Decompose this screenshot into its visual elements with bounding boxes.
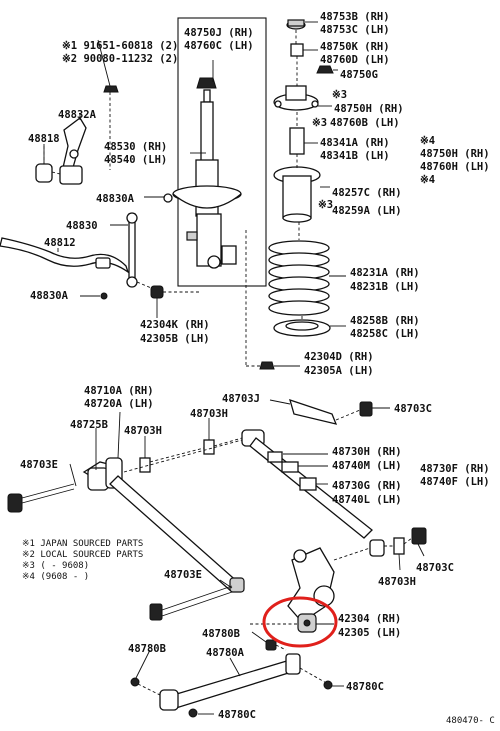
label-48259A: 48259A (LH)	[332, 205, 402, 217]
label-48530: 48530 (RH)	[104, 141, 167, 153]
label-42304D: 42304D (RH)	[304, 351, 374, 363]
label-48720A: 48720A (LH)	[84, 398, 154, 410]
label-48830A-bottom: 48830A	[30, 290, 69, 302]
label-48730H: 48730H (RH)	[332, 446, 402, 458]
label-48780C-bottom: 48780C	[218, 709, 256, 721]
label-48750Hr: 48750H (RH)	[420, 148, 490, 160]
highlight-circle	[262, 596, 338, 648]
footnotes: ※1 JAPAN SOURCED PARTS ※2 LOCAL SOURCED …	[22, 539, 143, 582]
label-48780B-mid: 48780B	[202, 628, 240, 640]
label-48703H-left: 48703H	[124, 425, 162, 437]
label-48231B: 48231B (LH)	[350, 281, 420, 293]
label-48740L: 48740L (LH)	[332, 494, 402, 506]
label-48750J: 48750J (RH)	[184, 27, 254, 39]
part-labels: 48753B (RH) 48753C (LH) 48750K (RH) 4876…	[20, 11, 490, 721]
nut-42304D	[259, 361, 275, 370]
label-48341B: 48341B (LH)	[320, 150, 390, 162]
lower-suspension	[7, 398, 427, 718]
label-48760C: 48760C (LH)	[184, 40, 254, 52]
label-48832A: 48832A	[58, 109, 97, 121]
strut-assembly-frame	[177, 17, 267, 287]
stabilizer-parts	[0, 85, 173, 300]
label-48257C: 48257C (RH)	[332, 187, 402, 199]
label-48703C-right: 48703C	[416, 562, 454, 574]
label-48750K: 48750K (RH)	[320, 41, 390, 53]
label-42304: 42304 (RH)	[338, 613, 401, 625]
label-star3b: ※3	[312, 117, 327, 129]
label-star3c: ※3	[318, 199, 333, 211]
label-48760D: 48760D (LH)	[320, 54, 390, 66]
label-48830A-top: 48830A	[96, 193, 135, 205]
label-48710A: 48710A (RH)	[84, 385, 154, 397]
label-48725B: 48725B	[70, 419, 108, 431]
label-48760B: 48760B (LH)	[330, 117, 400, 129]
bushing-42304K	[150, 285, 164, 299]
label-48703J: 48703J	[222, 393, 260, 405]
label-48258B: 48258B (RH)	[350, 315, 420, 327]
label-42305B: 42305B (LH)	[140, 333, 210, 345]
label-48341A: 48341A (RH)	[320, 137, 390, 149]
label-48703H-right: 48703H	[378, 576, 416, 588]
label-91651: ※1 91651-60818 (2)	[62, 40, 178, 52]
upper-mount-stack	[273, 19, 334, 223]
label-star3a: ※3	[332, 89, 347, 101]
label-48753C: 48753C (LH)	[320, 24, 390, 36]
leader-lines	[43, 21, 425, 715]
label-48818: 48818	[28, 133, 60, 145]
label-48730G: 48730G (RH)	[332, 480, 402, 492]
label-star4b: ※4	[420, 174, 435, 186]
label-42305A: 42305A (LH)	[304, 365, 374, 377]
note-japan: ※1 JAPAN SOURCED PARTS	[22, 539, 143, 549]
label-48703C-top: 48703C	[394, 403, 432, 415]
label-48703H-mid: 48703H	[190, 408, 228, 420]
label-48740M: 48740M (LH)	[332, 460, 402, 472]
label-48730F: 48730F (RH)	[420, 463, 490, 475]
note-star4: ※4 (9608 - )	[22, 572, 89, 582]
label-48830: 48830	[66, 220, 98, 232]
label-star4a: ※4	[420, 135, 435, 147]
label-48780C-right: 48780C	[346, 681, 384, 693]
diagram-code: 480470- C	[446, 716, 495, 726]
label-48540: 48540 (LH)	[104, 154, 167, 166]
coil-spring	[268, 240, 330, 316]
label-42304K: 42304K (RH)	[140, 319, 210, 331]
label-48703E-left: 48703E	[20, 459, 58, 471]
label-48740F: 48740F (LH)	[420, 476, 490, 488]
label-48812: 48812	[44, 237, 76, 249]
note-star3: ※3 ( - 9608)	[22, 561, 89, 571]
label-48703E-lower: 48703E	[164, 569, 202, 581]
label-48231A: 48231A (RH)	[350, 267, 420, 279]
note-local: ※2 LOCAL SOURCED PARTS	[22, 550, 143, 560]
spring-insulator	[273, 319, 331, 337]
label-48750G: 48750G	[340, 69, 378, 81]
label-48258C: 48258C (LH)	[350, 328, 420, 340]
label-48753B: 48753B (RH)	[320, 11, 390, 23]
label-48780A: 48780A	[206, 647, 245, 659]
label-90080: ※2 90080-11232 (2)	[62, 53, 178, 65]
label-48780B-left: 48780B	[128, 643, 166, 655]
label-48760Hr: 48760H (LH)	[420, 161, 490, 173]
label-42305: 42305 (LH)	[338, 627, 401, 639]
shock-absorber	[172, 77, 242, 269]
label-48750H: 48750H (RH)	[334, 103, 404, 115]
